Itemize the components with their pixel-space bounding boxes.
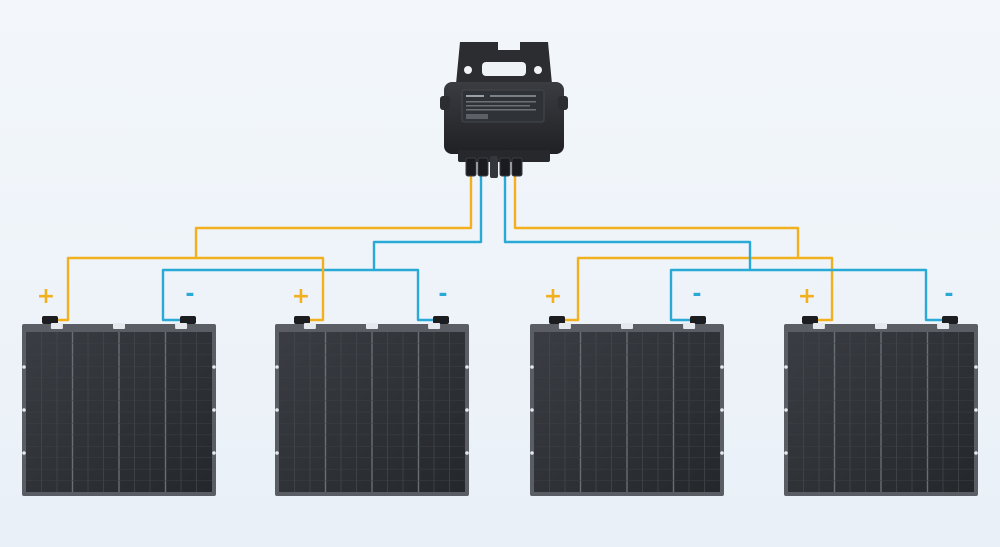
negative-label-panel-4: - bbox=[944, 282, 954, 307]
connector-negative-panel-2 bbox=[433, 316, 449, 324]
positive-label-panel-1: + bbox=[36, 284, 56, 309]
negative-label-panel-3: - bbox=[692, 282, 702, 307]
wire-negative-panel-4 bbox=[750, 268, 942, 322]
solar-panel bbox=[530, 323, 724, 496]
wire-positive-panel-2 bbox=[196, 256, 325, 322]
wire-negative-panel-2 bbox=[374, 268, 433, 322]
negative-label-panel-2: - bbox=[438, 282, 448, 307]
positive-label-panel-3: + bbox=[543, 284, 563, 309]
connector-positive-panel-4 bbox=[802, 316, 818, 324]
connector-negative-panel-4 bbox=[942, 316, 958, 324]
connector-negative-panel-1 bbox=[180, 316, 196, 324]
positive-label-panel-4: + bbox=[797, 284, 817, 309]
connector-positive-panel-2 bbox=[294, 316, 310, 324]
negative-label-panel-1: - bbox=[185, 282, 195, 307]
wire-positive-panel-1 bbox=[58, 175, 473, 322]
solar-panel bbox=[784, 323, 978, 496]
positive-label-panel-2: + bbox=[291, 284, 311, 309]
solar-panel bbox=[22, 323, 216, 496]
connector-negative-panel-3 bbox=[690, 316, 706, 324]
wire-positive-panel-4 bbox=[798, 256, 834, 322]
connector-positive-panel-3 bbox=[549, 316, 565, 324]
microinverter-icon bbox=[440, 42, 568, 178]
solar-panel bbox=[275, 323, 469, 496]
connector-positive-panel-1 bbox=[42, 316, 58, 324]
